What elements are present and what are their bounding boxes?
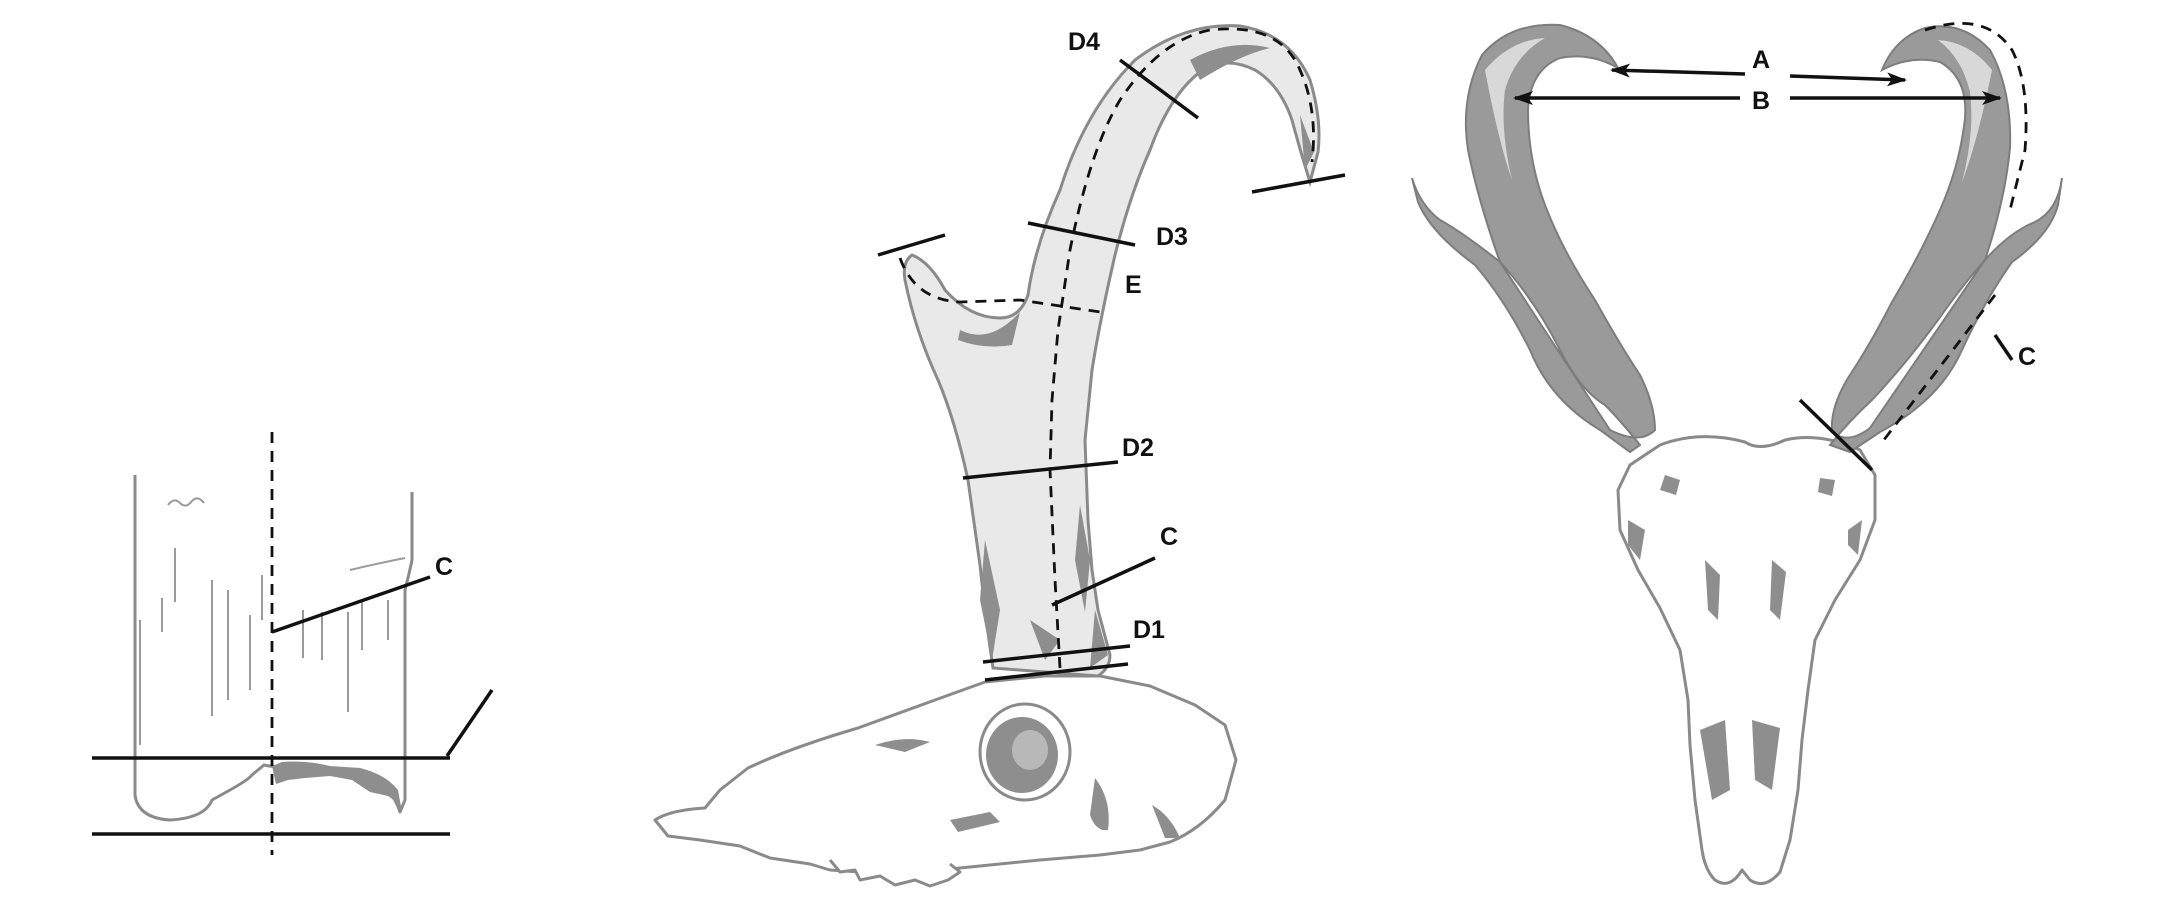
bone-grain (139, 548, 406, 745)
measure-d1-lower (984, 662, 1129, 682)
label-b: B (1752, 87, 1770, 115)
measure-d1-upper (982, 644, 1131, 664)
left-panel-horn-base: C (92, 432, 494, 855)
horn-base-line (1798, 398, 1874, 472)
label-d1: D1 (1133, 616, 1165, 644)
measure-d3 (1027, 221, 1136, 247)
leader-c-middle (1051, 556, 1156, 607)
top-notch (167, 497, 205, 507)
horn-left-highlight (1485, 38, 1545, 180)
label-e: E (1125, 271, 1142, 299)
horn-length-dashed-curve (1048, 27, 1315, 669)
skull-shading (875, 739, 1180, 838)
tip-line (1251, 173, 1346, 194)
horn-core-outline (133, 475, 414, 822)
horn-texture (958, 44, 1314, 668)
skull-frontal-shading (1628, 475, 1862, 800)
leader-c-right (1993, 334, 2014, 361)
label-c-right: C (2018, 343, 2036, 371)
horn-right-highlight (1938, 40, 1992, 182)
broken-base-shading (272, 761, 402, 812)
measure-d4 (1118, 58, 1200, 120)
skull-lateral-outline (653, 674, 1238, 878)
skull-frontal-outline (1616, 435, 1877, 886)
label-a: A (1752, 46, 1770, 74)
label-d2: D2 (1122, 434, 1154, 462)
orbit-highlight (1012, 730, 1048, 770)
prong-tip-line (877, 233, 946, 257)
measure-a-right (1789, 72, 1907, 87)
angle-line (445, 689, 494, 757)
label-d4: D4 (1068, 28, 1100, 56)
label-c: C (435, 553, 453, 581)
label-d3: D3 (1156, 223, 1188, 251)
horn-sheath-lateral (902, 24, 1321, 678)
measure-d2 (962, 460, 1119, 480)
label-c-middle: C (1160, 523, 1178, 551)
prong-dashed-curve (898, 257, 1101, 314)
measure-a-left (1610, 63, 1746, 78)
horn-right-frontal (1828, 25, 2063, 454)
right-panel-frontal-skull: A B C (1411, 21, 2063, 886)
horn-right-dashed-curve (1878, 21, 2028, 446)
tooth-row (828, 859, 962, 888)
leader-c (271, 575, 431, 634)
middle-panel-lateral-skull: D1 D2 D3 D4 E C (653, 24, 1346, 888)
horn-left-frontal (1411, 23, 1657, 454)
